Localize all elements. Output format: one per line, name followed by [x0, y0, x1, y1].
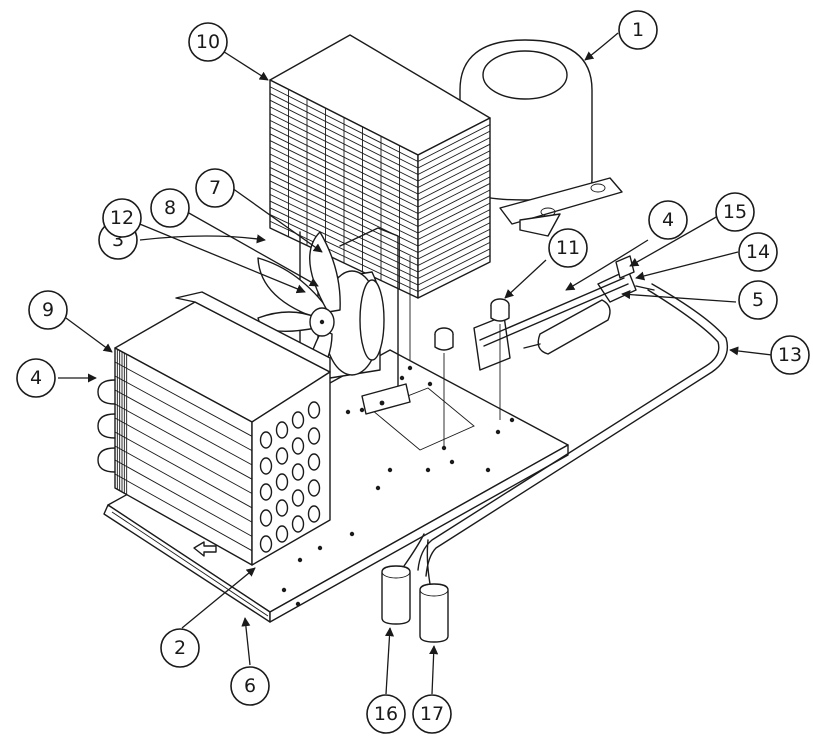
callout-7: 7 — [195, 168, 235, 208]
callout-13: 13 — [770, 335, 810, 375]
grommets — [409, 256, 510, 450]
callout-10: 10 — [188, 22, 228, 62]
callout-12-label: 12 — [110, 207, 134, 229]
plate-holes — [281, 365, 515, 607]
compressor — [459, 39, 623, 237]
direction-arrow-icon — [193, 541, 217, 557]
callout-17-label: 17 — [420, 703, 444, 725]
callout-17: 17 — [412, 694, 452, 734]
callouts: 1 2 3 4 4 5 6 7 8 9 10 11 12 13 14 15 16… — [16, 10, 810, 734]
callout-16: 16 — [366, 694, 406, 734]
callout-1-label: 1 — [632, 19, 644, 41]
condenser-grill — [269, 34, 491, 299]
callout-6-label: 6 — [244, 675, 256, 697]
callout-9-label: 9 — [42, 299, 54, 321]
callout-4-left-label: 4 — [30, 367, 42, 389]
callout-2-label: 2 — [174, 637, 186, 659]
refrigerant-tubing — [417, 283, 729, 577]
callout-15-label: 15 — [723, 201, 747, 223]
callout-14: 14 — [738, 232, 778, 272]
callout-12: 12 — [102, 198, 142, 238]
coil-return-bends — [97, 379, 116, 473]
callout-1: 1 — [618, 10, 658, 50]
callout-6: 6 — [230, 666, 270, 706]
callout-8: 8 — [150, 188, 190, 228]
callout-5: 5 — [738, 280, 778, 320]
callout-16-label: 16 — [374, 703, 398, 725]
callout-10-label: 10 — [196, 31, 220, 53]
callout-4-right: 4 — [648, 200, 688, 240]
callout-11: 11 — [548, 228, 588, 268]
condenser-coil — [97, 291, 331, 566]
callout-14-label: 14 — [746, 241, 770, 263]
leader-lines — [58, 32, 773, 695]
callout-15: 15 — [715, 192, 755, 232]
callout-5-label: 5 — [752, 289, 764, 311]
callout-13-label: 13 — [778, 344, 802, 366]
filter-drier — [523, 255, 655, 355]
capacitors — [381, 533, 449, 643]
callout-4-left: 4 — [16, 358, 56, 398]
callout-4-right-label: 4 — [662, 209, 674, 231]
callout-2: 2 — [160, 628, 200, 668]
callout-8-label: 8 — [164, 197, 176, 219]
callout-11-label: 11 — [556, 237, 580, 259]
callout-7-label: 7 — [209, 177, 221, 199]
callout-9: 9 — [28, 290, 68, 330]
capillary-bracket — [473, 277, 629, 371]
